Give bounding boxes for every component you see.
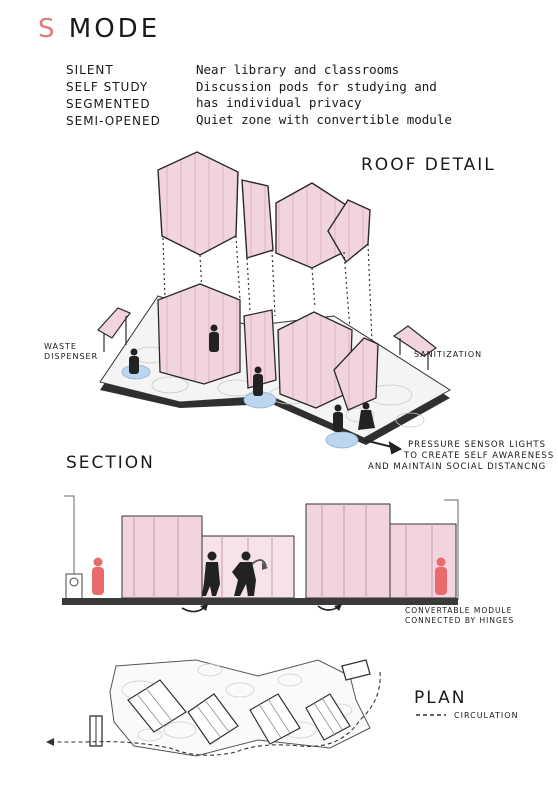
legend-item: SEMI-OPENED [66, 114, 161, 128]
legend-item: SILENT [66, 63, 114, 77]
convertable-module-label: CONVERTABLE MODULE CONNECTED BY HINGES [405, 606, 515, 625]
pressure-arrow [363, 439, 403, 455]
circulation-label: CIRCULATION [454, 711, 519, 720]
note-line: has individual privacy [196, 95, 362, 110]
section-people-dark [202, 551, 256, 596]
section-heading: SECTION [66, 453, 155, 473]
sanitization-label: SANITIZATION [414, 350, 483, 359]
description-notes: Near library and classrooms Discussion p… [196, 62, 452, 128]
side-shelters [97, 307, 438, 370]
title-rest: MODE [68, 14, 161, 44]
legend-item: SEGMENTED [66, 97, 151, 111]
plan-drawing [46, 659, 446, 757]
people-figures [129, 324, 375, 432]
note-line: Discussion pods for studying and [196, 78, 437, 94]
note-line: Near library and classrooms [196, 62, 400, 77]
legend-item: SELF STUDY [66, 80, 149, 94]
section-elevation [62, 495, 459, 613]
page-title: S MODE [38, 14, 160, 44]
pods [157, 283, 379, 411]
plan-heading: PLAN [414, 688, 467, 708]
pressure-sensor-label: PRESSURE SENSOR LIGHTS TO CREATE SELF AW… [368, 440, 555, 472]
note-line: Quiet zone with convertible module [196, 111, 452, 127]
roof-detail-heading: ROOF DETAIL [361, 155, 496, 175]
section-people-red [92, 557, 447, 595]
title-initial: S [38, 14, 58, 44]
waste-dispenser-label: WASTE DISPENSER [44, 342, 99, 361]
legend-list: SILENT SELF STUDY SEGMENTED SEMI-OPENED [66, 62, 161, 130]
roof-panels [157, 151, 371, 269]
